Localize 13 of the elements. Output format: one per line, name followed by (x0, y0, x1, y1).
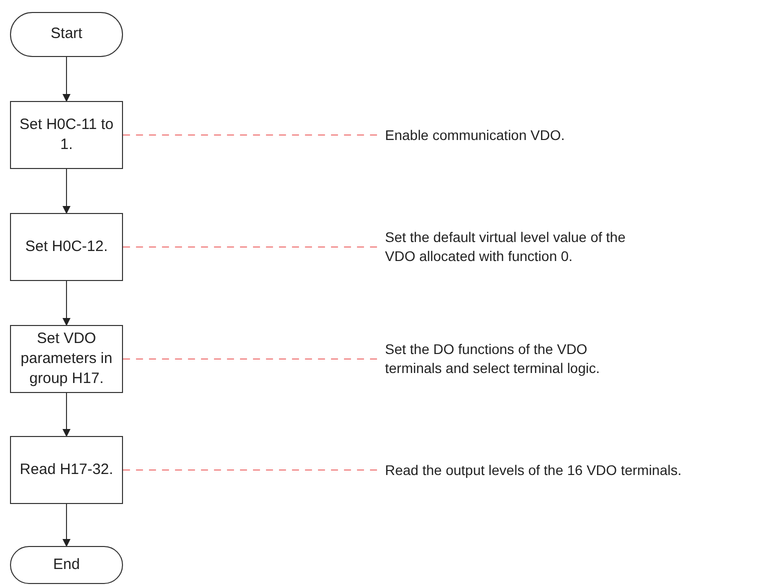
arrow (62, 168, 70, 214)
step-description: Enable communication VDO. (385, 125, 585, 145)
step-description: Read the output levels of the 16 VDO terminals. (385, 460, 775, 480)
step-description: Set the default virtual level value of the VDO allocated with function 0. (385, 228, 635, 266)
arrow (62, 280, 70, 326)
arrow (62, 504, 70, 547)
process-box: Set H0C-11 to 1. (10, 101, 123, 169)
process-box: Set H0C-12. (10, 213, 123, 281)
arrow (62, 392, 70, 437)
process-box: Read H17-32. (10, 436, 123, 504)
step-description: Set the DO functions of the VDO terminals and select terminal logic. (385, 340, 635, 378)
process-box: Set VDO parameters in group H17. (10, 325, 123, 393)
arrow (62, 56, 70, 102)
